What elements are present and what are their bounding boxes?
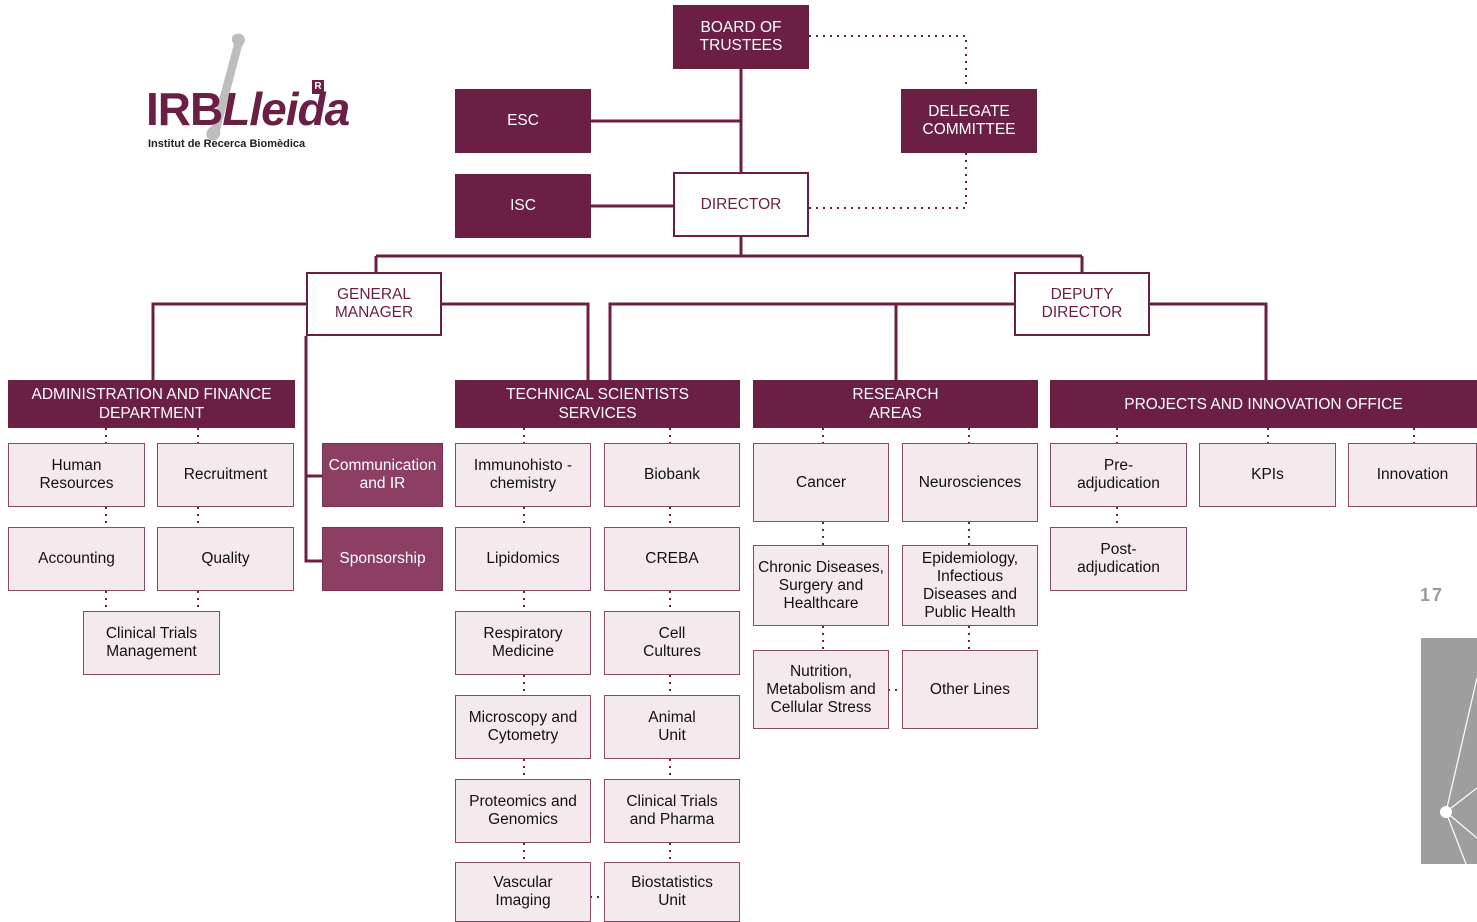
unit-innovation: Innovation <box>1348 443 1477 507</box>
unit-label: Vascular Imaging <box>493 874 553 909</box>
unit-label: Immunohisto -chemistry <box>473 457 573 492</box>
general-manager-label: GENERAL MANAGER <box>334 286 414 321</box>
unit-post-adjudication: Post- adjudication <box>1050 527 1187 591</box>
logo-subtitle: Institut de Recerca Biomèdica <box>148 138 306 150</box>
board-of-trustees: BOARD OF TRUSTEES <box>673 5 809 69</box>
unit-animal-unit: Animal Unit <box>604 695 740 759</box>
unit-vascular-imaging: Vascular Imaging <box>455 862 591 922</box>
isc-box: ISC <box>455 174 591 238</box>
bone-logo-icon <box>206 33 245 141</box>
unit-biostatistics: Biostatistics Unit <box>604 862 740 922</box>
unit-immunohistochemistry: Immunohisto -chemistry <box>455 443 591 507</box>
unit-communication: Communication and IR <box>322 443 443 507</box>
projects-header: PROJECTS AND INNOVATION OFFICE <box>1050 380 1477 428</box>
unit-lipidomics: Lipidomics <box>455 527 591 591</box>
unit-label: Proteomics and Genomics <box>469 793 577 828</box>
irblleida-logo: IRBLleida R Institut de Recerca Biomèdic… <box>140 30 350 160</box>
unit-label: Cell Cultures <box>643 625 701 660</box>
unit-label: Sponsorship <box>339 550 426 567</box>
unit-label: Clinical Trials and Pharma <box>626 793 718 828</box>
unit-proteomics-genomics: Proteomics and Genomics <box>455 779 591 843</box>
isc-label: ISC <box>510 197 536 214</box>
unit-creba: CREBA <box>604 527 740 591</box>
unit-label: Cancer <box>796 473 846 491</box>
logo-r-mark: R <box>312 80 324 94</box>
area-nutrition: Nutrition, Metabolism and Cellular Stres… <box>753 650 889 729</box>
delegate-committee: DELEGATE COMMITTEE <box>901 89 1037 153</box>
delegate-label: DELEGATE COMMITTEE <box>922 103 1016 138</box>
unit-label: Human Resources <box>39 457 114 492</box>
unit-label: Animal Unit <box>648 709 696 744</box>
unit-biobank: Biobank <box>604 443 740 507</box>
page-number: 17 <box>1420 585 1445 605</box>
esc-box: ESC <box>455 89 591 153</box>
admin-header: ADMINISTRATION AND FINANCE DEPARTMENT <box>8 380 295 428</box>
area-neurosciences: Neurosciences <box>902 443 1038 522</box>
area-cancer: Cancer <box>753 443 889 522</box>
projects-header-label: PROJECTS AND INNOVATION OFFICE <box>1124 395 1403 413</box>
unit-pre-adjudication: Pre- adjudication <box>1050 443 1187 507</box>
board-label: BOARD OF TRUSTEES <box>699 19 783 54</box>
director-label: DIRECTOR <box>700 195 782 213</box>
unit-clinical-trials-management: Clinical Trials Management <box>83 611 220 675</box>
deputy-director-box: DEPUTY DIRECTOR <box>1014 272 1150 336</box>
unit-label: Innovation <box>1376 466 1449 483</box>
unit-label: CREBA <box>645 550 699 567</box>
unit-cell-cultures: Cell Cultures <box>604 611 740 675</box>
unit-recruitment: Recruitment <box>157 443 294 507</box>
unit-label: Nutrition, Metabolism and Cellular Stres… <box>766 662 876 716</box>
area-chronic-diseases: Chronic Diseases, Surgery and Healthcare <box>753 545 889 626</box>
general-manager-box: GENERAL MANAGER <box>306 272 442 336</box>
esc-label: ESC <box>507 112 539 129</box>
logo-wordmark: IRBLleida <box>146 83 350 135</box>
unit-label: Clinical Trials Management <box>105 625 198 660</box>
unit-label: Post- adjudication <box>1077 541 1160 576</box>
unit-kpis: KPIs <box>1199 443 1336 507</box>
unit-human-resources: Human Resources <box>8 443 145 507</box>
unit-label: Quality <box>201 550 250 567</box>
area-epidemiology: Epidemiology, Infectious Diseases and Pu… <box>902 545 1038 626</box>
unit-label: Neurosciences <box>918 473 1022 491</box>
deputy-director-label: DEPUTY DIRECTOR <box>1041 286 1123 321</box>
unit-label: Microscopy and Cytometry <box>468 709 578 744</box>
unit-label: Lipidomics <box>486 550 560 567</box>
admin-header-label: ADMINISTRATION AND FINANCE DEPARTMENT <box>31 386 272 422</box>
unit-label: Biostatistics Unit <box>631 874 713 909</box>
research-header: RESEARCH AREAS <box>753 380 1038 428</box>
director-box: DIRECTOR <box>673 172 809 237</box>
unit-accounting: Accounting <box>8 527 145 591</box>
unit-clinical-trials-pharma: Clinical Trials and Pharma <box>604 779 740 843</box>
unit-quality: Quality <box>157 527 294 591</box>
unit-sponsorship: Sponsorship <box>322 527 443 591</box>
unit-label: Biobank <box>643 466 700 483</box>
unit-label: Recruitment <box>183 466 268 483</box>
tss-header: TECHNICAL SCIENTISTS SERVICES <box>455 380 740 428</box>
unit-microscopy-cytometry: Microscopy and Cytometry <box>455 695 591 759</box>
unit-label: KPIs <box>1251 466 1284 483</box>
unit-label: Accounting <box>38 550 115 567</box>
tss-header-label: TECHNICAL SCIENTISTS SERVICES <box>506 386 689 422</box>
unit-label: Respiratory Medicine <box>483 625 563 660</box>
unit-label: Epidemiology, Infectious Diseases and Pu… <box>921 549 1019 621</box>
network-decoration-icon <box>1421 638 1477 864</box>
unit-label: Communication and IR <box>328 457 437 492</box>
unit-label: Pre- adjudication <box>1077 457 1160 492</box>
area-other-lines: Other Lines <box>902 650 1038 729</box>
unit-respiratory-medicine: Respiratory Medicine <box>455 611 591 675</box>
unit-label: Other Lines <box>929 680 1011 698</box>
unit-label: Chronic Diseases, Surgery and Healthcare <box>758 558 884 612</box>
research-header-label: RESEARCH AREAS <box>852 386 939 422</box>
